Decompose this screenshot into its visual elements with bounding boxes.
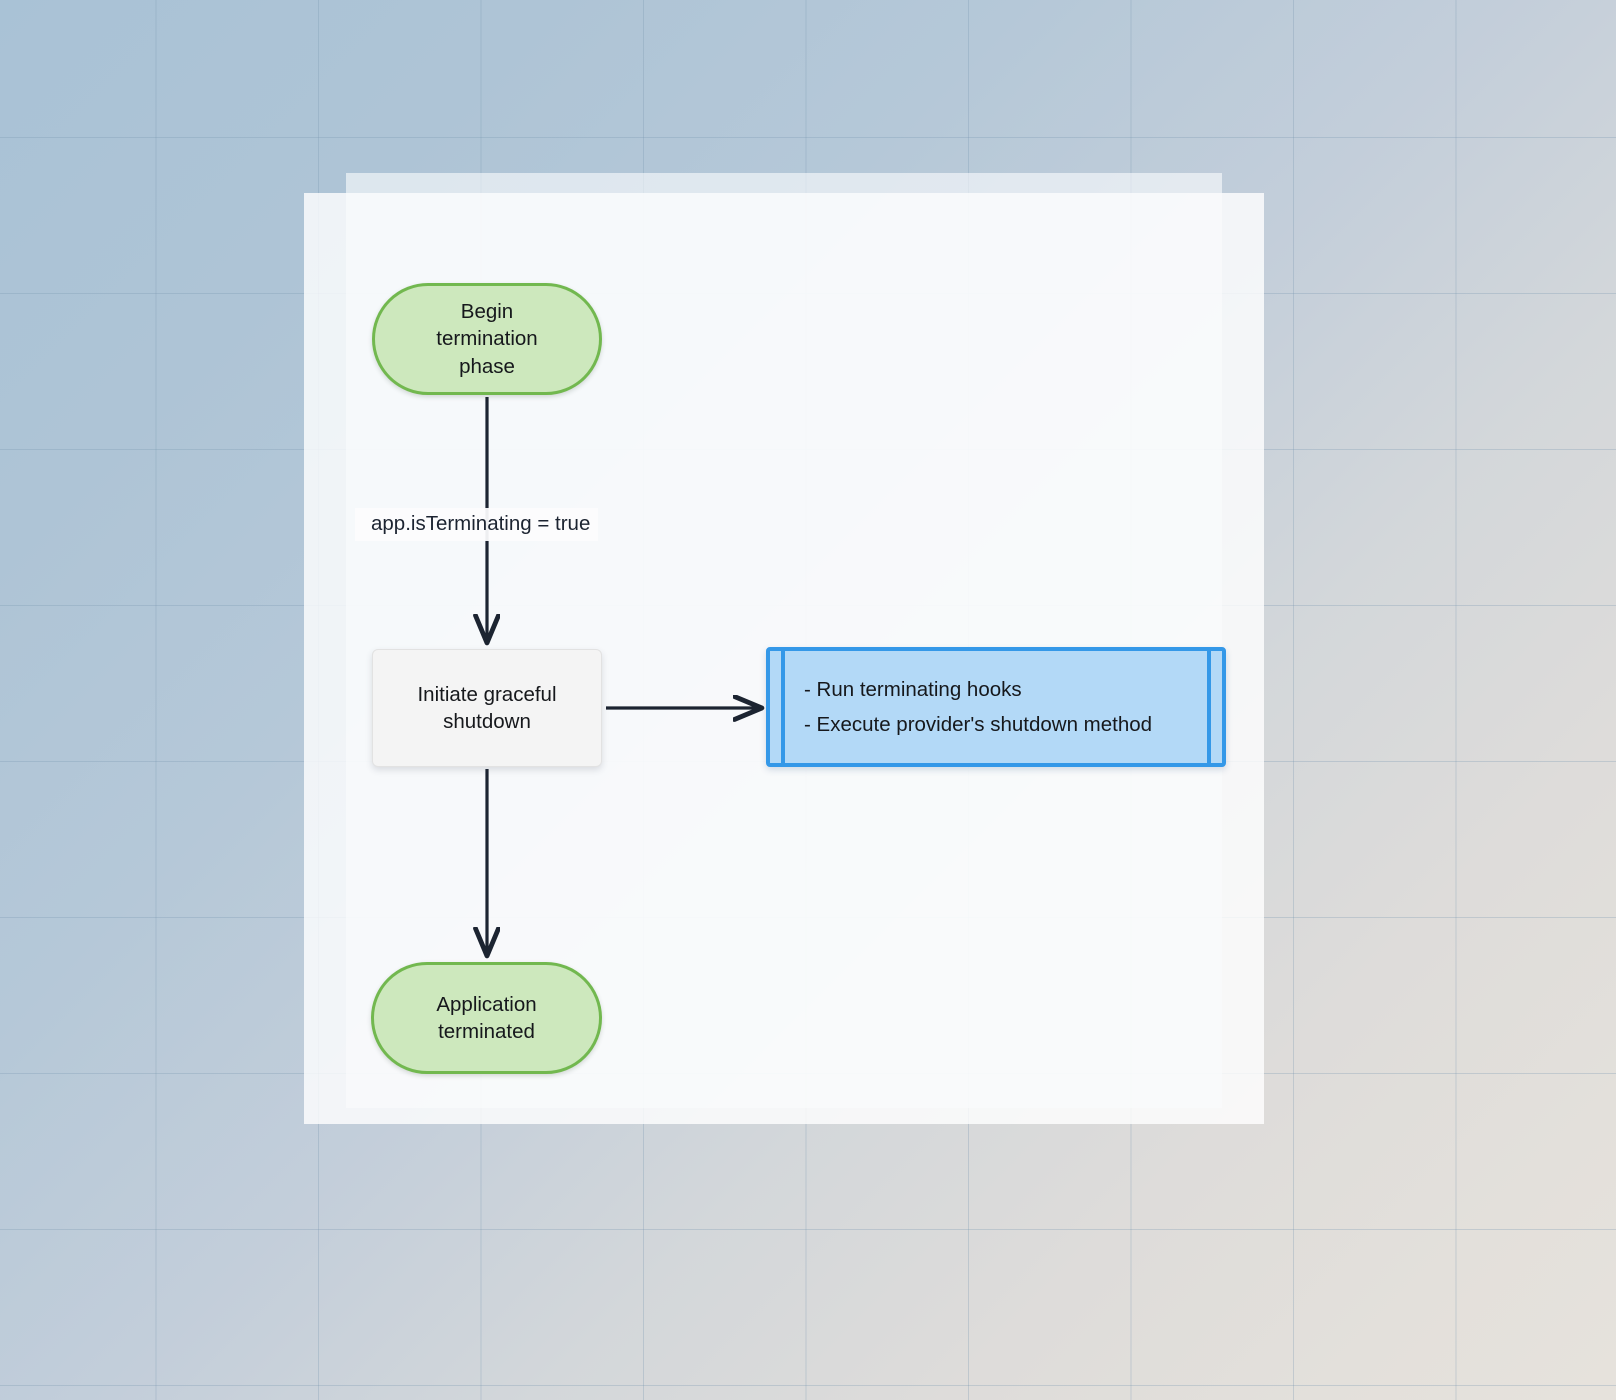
node-begin-line-2: termination (436, 327, 538, 351)
node-begin-termination-phase[interactable]: Begin termination phase (372, 283, 602, 395)
node-terminated-line-2: terminated (438, 1020, 535, 1043)
node-initiate-line-1: Initiate graceful (417, 682, 557, 706)
node-begin-line-3: phase (459, 354, 515, 378)
node-hooks-label: - Run terminating hooks - Execute provid… (804, 676, 1152, 738)
node-hooks-line-1: - Run terminating hooks (804, 678, 1022, 702)
node-initiate-line-2: shutdown (443, 710, 531, 733)
node-initiate-graceful-shutdown[interactable]: Initiate graceful shutdown (372, 649, 602, 767)
node-begin-line-1: Begin (460, 300, 514, 324)
edge-label-app-is-terminating: app.isTerminating = true (355, 508, 599, 541)
node-begin-label: Begin termination phase (436, 298, 537, 380)
node-hooks-line-2: - Execute provider's shutdown method (804, 712, 1153, 736)
node-initiate-label: Initiate graceful shutdown (417, 681, 556, 736)
node-terminating-hooks[interactable]: - Run terminating hooks - Execute provid… (766, 647, 1226, 767)
node-terminated-line-1: Application (436, 992, 537, 1016)
node-terminated-label: Application terminated (436, 991, 536, 1046)
node-application-terminated[interactable]: Application terminated (371, 962, 602, 1074)
